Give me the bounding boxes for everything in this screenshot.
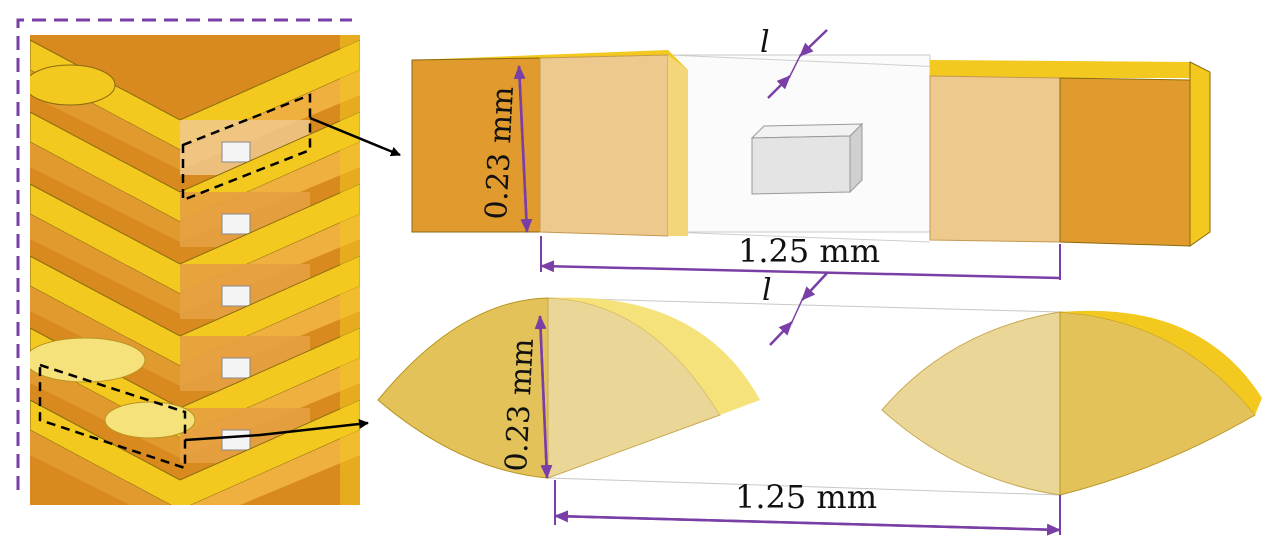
- leaf-beam: [104, 401, 196, 439]
- lattice-structure: [30, 35, 360, 505]
- top-height-dimension: 0.23 mm: [479, 65, 533, 233]
- bottom-height-label: 0.23 mm: [499, 338, 541, 473]
- callout-arrow-top: [309, 116, 401, 157]
- bottom-gap-dimension: l: [762, 271, 829, 346]
- bottom-gap-label: l: [762, 273, 772, 308]
- top-width-dimension: 1.25 mm: [540, 232, 1061, 280]
- inset-box-top: [181, 93, 312, 202]
- lattice-layer: [30, 111, 360, 247]
- inset-box-bottom: [38, 363, 187, 470]
- lattice-layer: [30, 399, 360, 505]
- bottom-width-label: 1.25 mm: [735, 478, 877, 516]
- leaf-beam-pair: [377, 297, 1262, 496]
- callout-arrow-bottom: [184, 419, 369, 442]
- top-width-label: 1.25 mm: [738, 232, 880, 270]
- leaf-beam: [30, 64, 116, 106]
- dashed-frame: [16, 18, 352, 490]
- bottom-width-dimension: 1.25 mm: [554, 478, 1061, 536]
- top-gap-label: l: [760, 25, 770, 60]
- leaf-beam: [30, 337, 146, 383]
- bottom-height-dimension: 0.23 mm: [499, 315, 553, 479]
- top-gap-dimension: l: [760, 25, 828, 99]
- top-height-label: 0.23 mm: [479, 86, 521, 221]
- rect-beam: [411, 50, 1211, 247]
